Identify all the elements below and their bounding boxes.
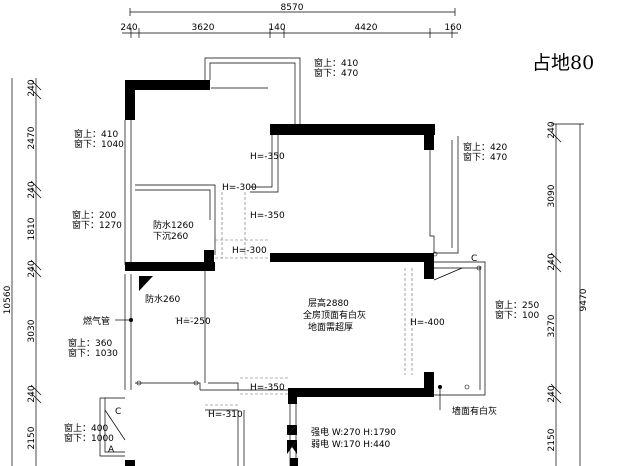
wall-outlines	[99, 57, 486, 466]
power-panels	[287, 425, 297, 454]
marker-c-lower: C	[115, 407, 121, 417]
top-dim-5: 160	[444, 23, 461, 33]
svg-text:窗下：1000: 窗下：1000	[64, 432, 114, 444]
right-dim-6: 2150	[547, 428, 557, 451]
top-dim-4: 4420	[355, 23, 378, 33]
fixture-dots	[115, 251, 482, 410]
left-dim-2: 2470	[27, 126, 37, 149]
left-dim-7: 240	[27, 385, 37, 402]
gas-pipe-label: 燃气管	[83, 315, 110, 327]
right-total-dim: 9470	[579, 288, 589, 311]
svg-text:窗上：400: 窗上：400	[64, 422, 108, 434]
plan-title: 占地80	[532, 52, 594, 74]
window-annotation-3: 窗上：420 窗下：470	[463, 141, 507, 163]
left-dim-6: 3030	[27, 319, 37, 342]
structural-walls	[125, 80, 435, 466]
svg-text:窗下：470: 窗下：470	[463, 151, 507, 163]
left-dim-3: 240	[27, 181, 37, 198]
beam-label-5: H=-250	[176, 317, 211, 327]
svg-text:窗下：100: 窗下：100	[495, 309, 539, 321]
window-annotation-7: 窗上：400 窗下：1000	[64, 422, 114, 444]
left-dim-1: 240	[27, 79, 37, 96]
weak-power-label: 弱电 W:170 H:440	[311, 438, 391, 450]
left-total-dim: 10560	[3, 285, 13, 314]
left-dim-5: 240	[27, 260, 37, 277]
svg-text:窗下：1270: 窗下：1270	[72, 219, 122, 231]
beam-label-1: H=-350	[250, 152, 285, 162]
floor-height-note: 层高2880	[308, 297, 349, 309]
window-annotation-4: 窗上：200 窗下：1270	[72, 209, 122, 231]
marker-a-lower: A	[108, 445, 115, 455]
ceiling-note: 全房顶面有白灰	[303, 309, 366, 321]
sunken-note: 下沉260	[153, 231, 188, 242]
svg-text:窗下：1040: 窗下：1040	[74, 138, 124, 150]
wall-note: 墙面有白灰	[452, 405, 497, 417]
svg-text:窗上：420: 窗上：420	[463, 141, 507, 153]
svg-text:窗上：360: 窗上：360	[68, 337, 112, 349]
beam-label-6: H=-400	[410, 318, 445, 328]
strong-power-label: 强电 W:270 H:1790	[311, 426, 396, 438]
top-dim-1: 240	[120, 23, 137, 33]
top-dim-2: 3620	[192, 23, 215, 33]
beam-label-2: H=-300	[222, 183, 257, 193]
svg-text:窗上：410: 窗上：410	[314, 57, 358, 69]
right-dim-5: 240	[547, 385, 557, 402]
window-annotation-2: 窗上：410 窗下：1040	[74, 128, 124, 150]
beam-label-3: H=-350	[250, 211, 285, 221]
left-dimension-chain: 10560 240 2470 240 1810 240 3030 240 215…	[3, 78, 42, 466]
waterproof-note-2: 防水260	[145, 293, 180, 305]
left-dim-8: 2150	[27, 426, 37, 449]
right-dim-3: 240	[547, 253, 557, 270]
left-dim-4: 1810	[27, 217, 37, 240]
beam-label-8: H=-310	[208, 410, 243, 420]
svg-text:窗下：470: 窗下：470	[314, 67, 358, 79]
window-annotation-6: 窗上：360 窗下：1030	[68, 337, 118, 359]
svg-text:窗上：410: 窗上：410	[74, 128, 118, 140]
beam-label-7: H=-350	[250, 383, 285, 393]
right-dimension-chain: 240 3090 240 3270 240 2150 9470	[547, 121, 589, 466]
svg-text:窗上：250: 窗上：250	[495, 299, 539, 311]
right-dim-4: 3270	[547, 314, 557, 337]
svg-text:窗上：200: 窗上：200	[72, 209, 116, 221]
beam-label-4: H=-300	[232, 246, 267, 256]
beam-lines	[175, 192, 413, 406]
window-annotation-1: 窗上：410 窗下：470	[314, 57, 358, 79]
marker-c-balcony: C	[471, 254, 477, 264]
top-dimension-chain: 8570 240 3620 140 4420 160	[120, 3, 462, 38]
waterproof-note-1: 防水1260	[153, 219, 194, 231]
window-annotation-5: 窗上：250 窗下：100	[495, 299, 539, 321]
right-dim-1: 240	[547, 121, 557, 138]
top-total-dim: 8570	[281, 3, 304, 13]
svg-text:窗下：1030: 窗下：1030	[68, 347, 118, 359]
top-dim-3: 140	[268, 23, 285, 33]
floor-note: 地面需超厚	[308, 321, 353, 333]
right-dim-2: 3090	[547, 184, 557, 207]
